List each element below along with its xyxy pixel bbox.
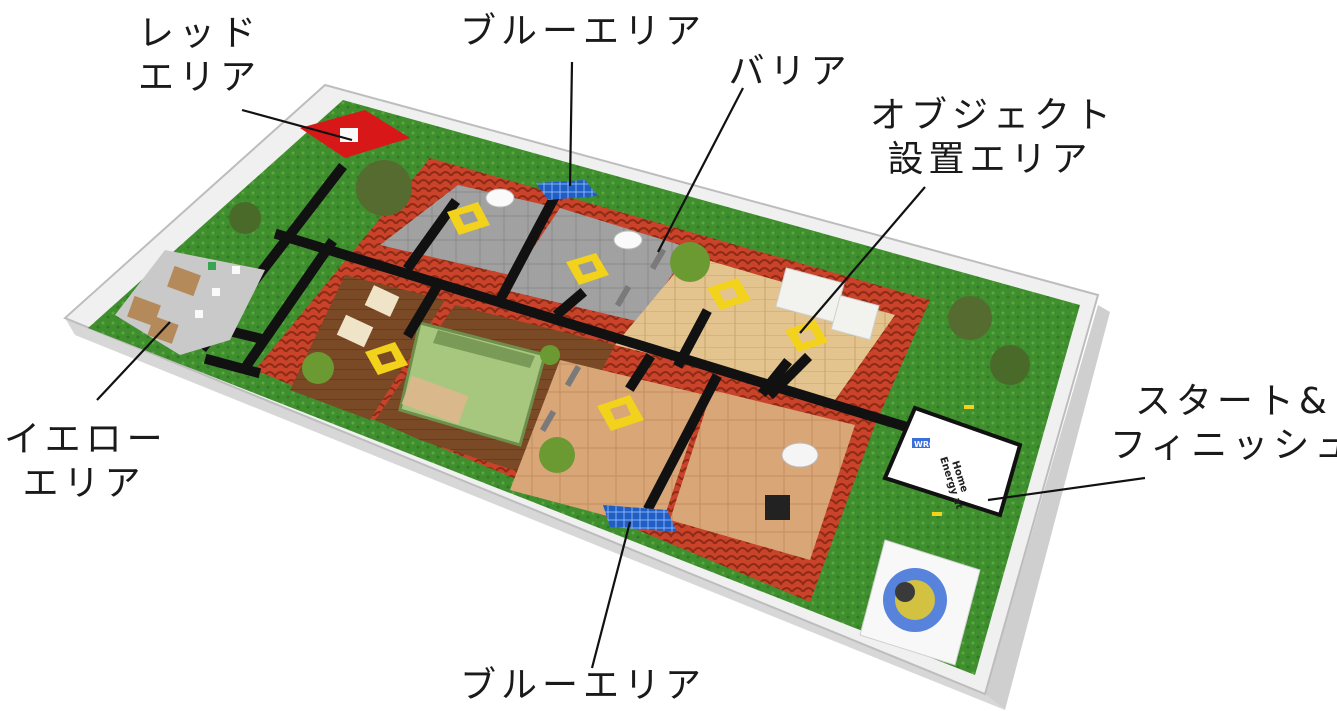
label-start-finish-line2: フィニッシュ [1110,425,1337,466]
yellow-marker [597,395,644,431]
label-red-area-line2: エリア [138,57,262,98]
yellow-marker [566,253,609,285]
tree-icon [356,160,412,216]
label-red-area-line1: レッド [138,13,262,54]
yellow-marker [447,202,490,235]
label-yellow-area-line2: エリア [22,463,146,504]
sign-logo [912,438,930,448]
room-living [615,255,895,400]
path-lines [197,162,917,512]
room-study [290,275,445,420]
leader-object-area [799,186,926,334]
label-blue-area-bottom: ブルーエリア [460,665,707,706]
room-kitchen [670,390,855,560]
label-blue-area-top: ブルーエリア [460,11,707,52]
stove-icon [765,495,790,520]
yellow-marker [707,278,751,310]
leader-blue-area-bottom [590,521,632,669]
object-markers [365,202,828,431]
toilet-icon [485,188,515,208]
barrier-mark [649,247,667,271]
box-icon [167,265,201,297]
leader-red-area [241,108,353,142]
leader-lines [96,61,1146,669]
sign-logo-text: WRO [914,440,936,449]
label-red-area: レッド エリア [138,12,258,100]
blue-area-top [536,180,598,200]
barriers [539,247,667,433]
label-yellow-area: イエロー エリア [4,418,164,506]
leader-blue-area-top [568,61,574,187]
leader-barrier [657,87,744,253]
furniture [229,160,1030,520]
event-logo [859,539,981,666]
leader-yellow-area [96,321,171,401]
bench-icon [401,375,469,425]
solar-panel-icon [536,180,598,200]
label-yellow-area-line1: イエロー [4,419,168,460]
label-object-area-line1: オブジェクト [870,95,1117,136]
label-object-area: オブジェクト 設置エリア [870,94,1117,182]
blue-area-bottom [603,505,677,532]
label-object-area-line2: 設置エリア [887,139,1093,180]
label-start-finish: スタート& フィニッシュ [1110,380,1337,468]
start-finish-area: WRO Energy at Home [882,405,1023,518]
yellow-area [115,250,265,355]
chair-icon [336,314,374,348]
yellow-marker [365,342,408,375]
leader-start-finish [987,476,1146,502]
sink-icon [781,442,819,468]
label-barrier: バリア [728,51,852,92]
label-start-finish-line1: スタート& [1134,381,1332,422]
solar-panel-icon [603,505,677,532]
